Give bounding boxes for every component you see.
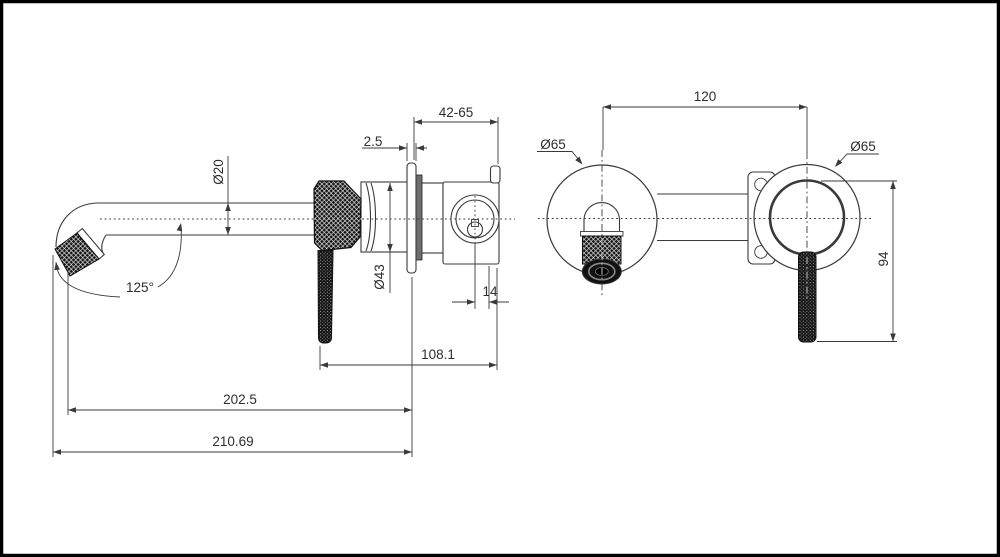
dim-spout-reach: 202.5 — [223, 392, 257, 407]
spout-tip-knurl — [54, 232, 100, 277]
dim-left-backplate-od: Ø65 — [540, 137, 566, 152]
front-geometry — [546, 163, 861, 343]
dim-rough-in-depth: 42-65 — [439, 105, 474, 120]
handle-knob-knurl — [313, 180, 362, 252]
mixer-body-side — [360, 162, 501, 274]
front-view: 120 Ø65 Ø65 94 — [537, 89, 897, 343]
dim-spout-od: Ø20 — [211, 159, 226, 185]
front-dimensions: 120 Ø65 Ø65 94 — [537, 89, 897, 342]
wall-sleeve — [420, 182, 444, 254]
dim-hole-centres: 120 — [694, 89, 717, 104]
dim-plate-thickness: 2.5 — [364, 134, 383, 149]
spout-front-arch — [583, 201, 621, 235]
side-knurled-parts — [54, 180, 362, 344]
side-dimensions: 42-65 2.5 Ø20 Ø43 14 108. — [52, 105, 509, 457]
dim-body-od: Ø43 — [372, 264, 387, 290]
escutcheon-flange — [406, 162, 417, 274]
dim-spout-angle: 125° — [126, 280, 154, 295]
dim-handle-to-outlet: 108.1 — [421, 347, 455, 362]
dim-cartridge-offset: 14 — [482, 284, 498, 299]
body-tube-front — [657, 193, 751, 242]
mounting-tab — [489, 165, 501, 184]
dim-handle-drop: 94 — [876, 251, 891, 267]
dim-right-backplate-od: Ø65 — [850, 139, 876, 154]
dim-overall-reach: 210.69 — [212, 434, 253, 449]
side-view: 42-65 2.5 Ø20 Ø43 14 108. — [52, 105, 515, 457]
handle-lever-side — [317, 250, 334, 344]
spout-outline — [55, 202, 316, 260]
